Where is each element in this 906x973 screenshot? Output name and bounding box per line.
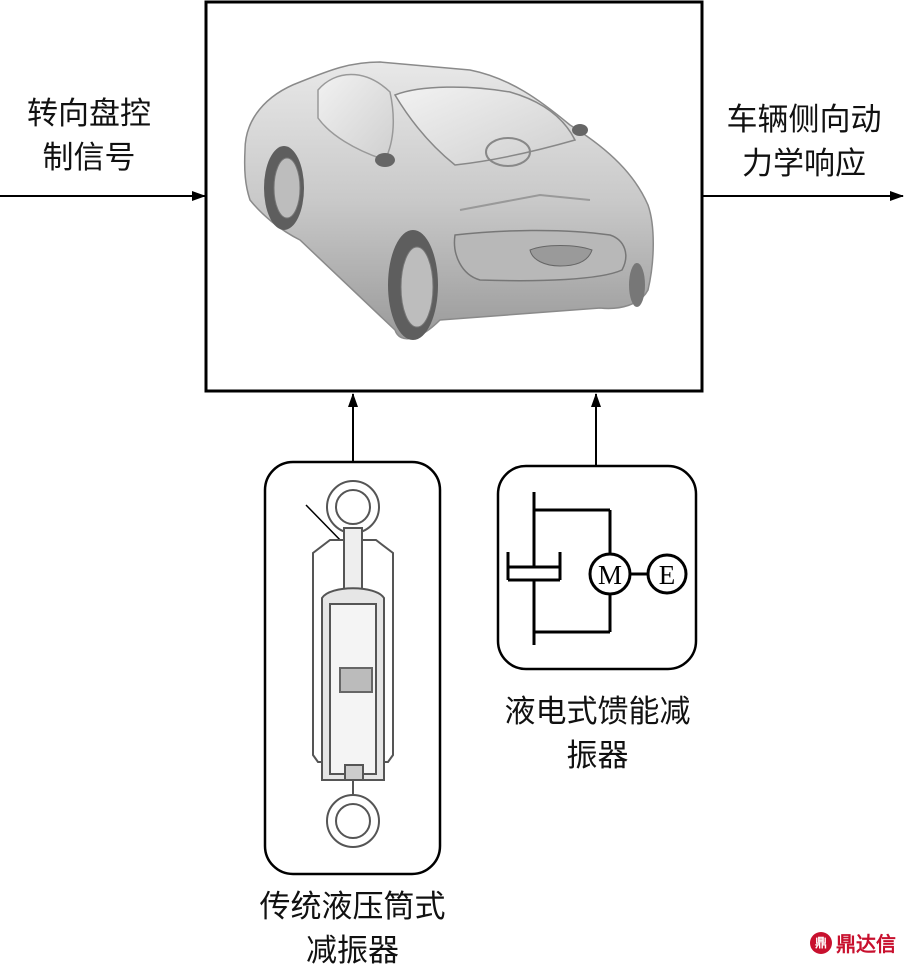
car-icon [243, 61, 654, 340]
output-label: 车辆侧向动 力学响应 [726, 102, 882, 182]
energy-regen-schematic [506, 492, 648, 645]
energy-regen-damper-label: 液电式馈能减 振器 [504, 694, 691, 774]
watermark-text: 鼎达信 [836, 932, 896, 956]
front-wheel-icon [388, 230, 438, 340]
motor-label: M [598, 560, 622, 590]
shock-absorber-icon [305, 480, 394, 848]
generator-label: E [659, 560, 676, 590]
watermark-logo-icon: 鼎 [810, 931, 832, 954]
rear-wheel-icon [264, 146, 304, 230]
input-label: 转向盘控 制信号 [27, 96, 151, 176]
hydraulic-damper-label: 传统液压筒式 减振器 [259, 889, 446, 969]
watermark: 鼎 鼎达信 [810, 928, 896, 957]
generator-icon: E [646, 553, 688, 595]
motor-icon: M [588, 552, 632, 596]
